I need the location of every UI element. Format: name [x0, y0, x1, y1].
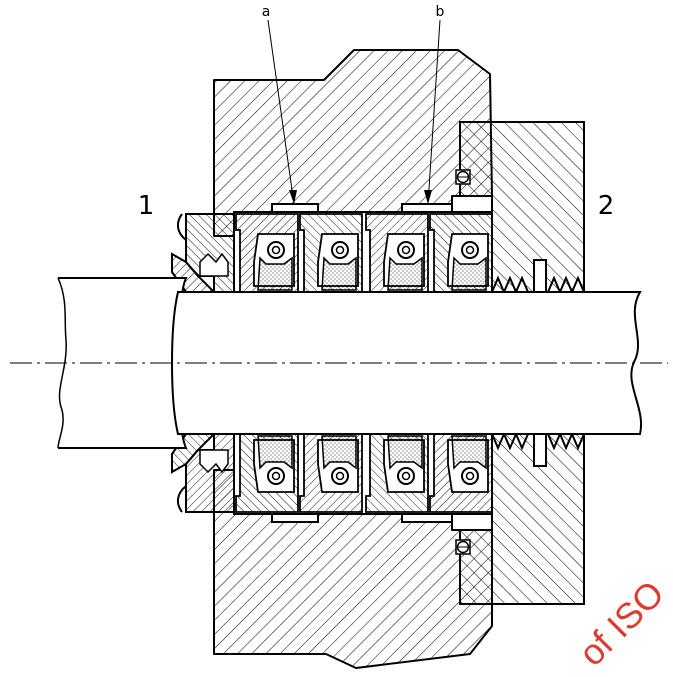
spring-core	[335, 471, 345, 481]
watermark-text: of ISO	[571, 573, 672, 674]
seal-ring-1	[235, 213, 299, 293]
seal-lip	[451, 256, 487, 291]
bellows-upper	[491, 259, 585, 295]
o-ring-lower	[455, 539, 471, 555]
callout-b: b	[436, 4, 445, 20]
seal-ring-3	[365, 433, 429, 513]
seal-ring-4	[429, 433, 493, 513]
side-label-1: 1	[138, 191, 155, 221]
seal-ring-2	[299, 213, 363, 293]
seal-ring-4	[429, 213, 493, 293]
seal-lip	[257, 435, 293, 470]
arrow-a	[289, 190, 297, 204]
seal-ring-2	[299, 433, 363, 513]
seal-lip	[387, 435, 423, 470]
o-ring-upper	[455, 169, 471, 185]
pad-a-upper	[271, 203, 319, 213]
spring-core	[271, 471, 281, 481]
spring-core	[465, 471, 475, 481]
seal-lip	[257, 256, 293, 291]
seal-rings-upper	[235, 213, 493, 293]
seal-ring-1	[235, 433, 299, 513]
seal-ring-3	[365, 213, 429, 293]
spring-core	[465, 245, 475, 255]
seal-lip	[321, 256, 357, 291]
spring-core	[401, 245, 411, 255]
pad-b-lower	[401, 513, 453, 523]
seal-rings-lower	[235, 433, 493, 513]
seal-lip	[451, 435, 487, 470]
pad-a-lower	[271, 513, 319, 523]
gland-upper	[171, 213, 235, 293]
pad-b-upper	[401, 203, 453, 213]
arrow-b	[424, 190, 432, 204]
spring-core	[401, 471, 411, 481]
leader-b	[427, 19, 441, 205]
seal-lip	[387, 256, 423, 291]
callout-a: a	[262, 4, 271, 20]
spring-core	[335, 245, 345, 255]
leader-a	[267, 19, 295, 205]
spring-core	[271, 245, 281, 255]
seal-lip	[321, 435, 357, 470]
side-label-2: 2	[598, 191, 615, 221]
